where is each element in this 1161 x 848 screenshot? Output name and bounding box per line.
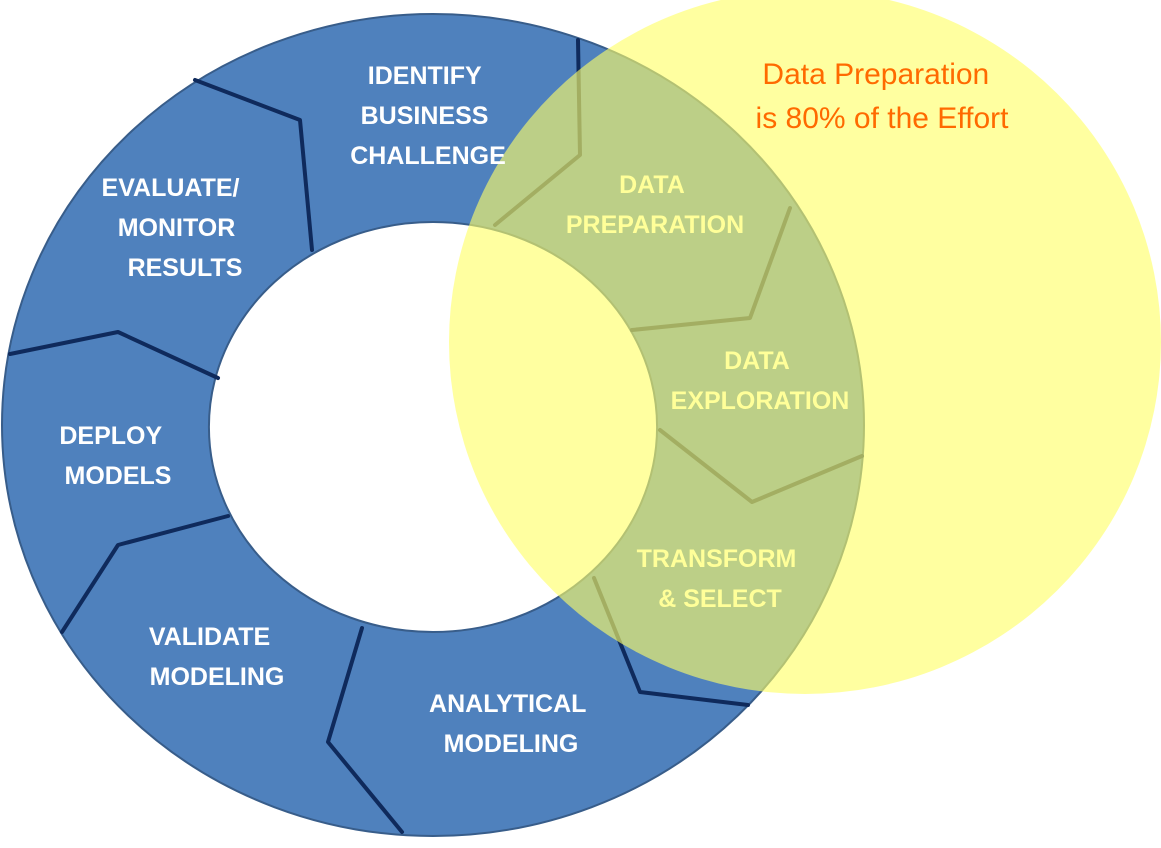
callout-line-2: is 80% of the Effort bbox=[756, 102, 1010, 135]
label-validate-modeling: VALIDATE MODELING bbox=[149, 623, 284, 691]
label-data-preparation: DATA PREPARATION bbox=[566, 171, 744, 239]
label-data-exploration: DATA EXPLORATION bbox=[671, 347, 850, 415]
divider-deploy-evaluate bbox=[8, 330, 220, 380]
divider-analytical-validate bbox=[326, 626, 404, 834]
callout-line-1: Data Preparation bbox=[762, 58, 989, 91]
label-deploy-models: DEPLOY MODELS bbox=[59, 422, 171, 490]
segment-labels: IDENTIFY BUSINESS CHALLENGE DATA PREPARA… bbox=[59, 62, 849, 758]
data-preparation-highlight-circle bbox=[449, 0, 1161, 694]
label-evaluate-monitor-results: EVALUATE/ MONITOR RESULTS bbox=[102, 174, 247, 282]
label-analytical-modeling: ANALYTICAL MODELING bbox=[429, 690, 593, 758]
divider-validate-deploy bbox=[60, 514, 230, 634]
callout-text: Data Preparation is 80% of the Effort bbox=[756, 58, 1010, 135]
label-identify-business-challenge: IDENTIFY BUSINESS CHALLENGE bbox=[350, 62, 506, 170]
label-transform-select: TRANSFORM & SELECT bbox=[637, 545, 804, 613]
divider-identify-evaluate bbox=[193, 78, 314, 252]
